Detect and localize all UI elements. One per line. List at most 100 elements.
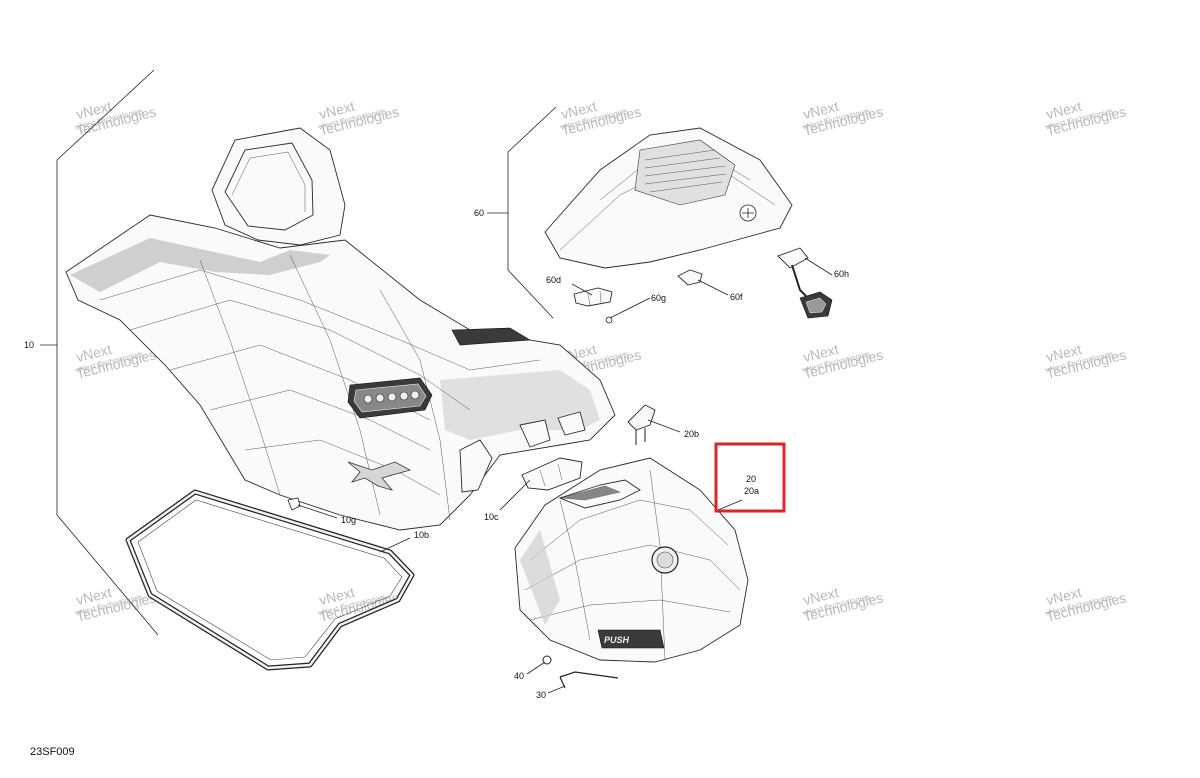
screw-part-60g bbox=[605, 316, 613, 324]
watermark: vNext Technologies vNext Technologies bbox=[317, 98, 400, 139]
callout-10b[interactable]: 10b bbox=[414, 530, 429, 540]
seat-latch-mid bbox=[519, 419, 551, 448]
seat-part-10 bbox=[65, 127, 616, 531]
bin-push-plate bbox=[597, 629, 665, 649]
watermark: vNext Technologies vNext Technologies bbox=[801, 341, 884, 382]
leader-60g bbox=[609, 297, 651, 319]
cover-emblem-mark bbox=[742, 208, 754, 218]
callout-40[interactable]: 40 bbox=[514, 671, 524, 681]
seat-rear-logo bbox=[451, 327, 531, 346]
latch-10c-detail bbox=[539, 463, 563, 487]
bin-contour-2 bbox=[524, 544, 741, 591]
seat-contour-v3 bbox=[379, 289, 451, 521]
seat-backrest-detail bbox=[231, 151, 306, 212]
callout-60g[interactable]: 60g bbox=[651, 293, 666, 303]
latch-10c bbox=[521, 457, 583, 491]
seat-contour-5 bbox=[244, 439, 441, 496]
watermark: vNext Technologies vNext Technologies bbox=[1044, 98, 1127, 139]
leader-lines bbox=[297, 257, 833, 694]
badge-glyph bbox=[387, 392, 397, 402]
bin-handle-shading bbox=[559, 485, 622, 501]
assembly-bracket-10 bbox=[40, 69, 159, 636]
assembly-bracket-60 bbox=[487, 106, 557, 319]
clip-part-60f bbox=[677, 269, 703, 286]
leader-60f bbox=[697, 279, 729, 296]
badge-glyph bbox=[375, 393, 385, 403]
pin-part-30 bbox=[559, 671, 619, 689]
latch-60h-key-inner bbox=[805, 297, 827, 314]
latch-part-60h bbox=[777, 247, 833, 319]
watermark: vNext Technologies vNext Technologies bbox=[74, 98, 157, 139]
callout-30[interactable]: 30 bbox=[536, 690, 546, 700]
watermark: vNext Technologies vNext Technologies bbox=[801, 584, 884, 625]
seat-contour-2 bbox=[129, 299, 471, 411]
hinge-part-20b bbox=[627, 404, 656, 445]
badge-glyph bbox=[410, 390, 420, 400]
callout-10[interactable]: 10 bbox=[24, 340, 34, 350]
callout-20b[interactable]: 20b bbox=[684, 429, 699, 439]
latch-60h-stem bbox=[791, 264, 807, 297]
bin-push-text: PUSH bbox=[604, 635, 630, 645]
leader-60h bbox=[804, 257, 833, 276]
bin-shading bbox=[520, 530, 560, 625]
leader-10g bbox=[297, 504, 338, 519]
bin-contour-v1 bbox=[559, 499, 591, 641]
leader-20 bbox=[717, 499, 743, 511]
leader-60d bbox=[571, 283, 593, 296]
bracket-60d-detail bbox=[587, 290, 602, 306]
callout-10c[interactable]: 10c bbox=[484, 512, 499, 522]
seat-latch-left bbox=[459, 439, 493, 493]
seal-inner bbox=[126, 490, 414, 670]
watermark: vNext Technologies vNext Technologies bbox=[1044, 341, 1127, 382]
bin-contour-1 bbox=[529, 499, 729, 561]
callout-60f[interactable]: 60f bbox=[730, 292, 743, 302]
callout-labels: 10 60 60d 60g 60f 60h 20b 20 20a 10c 10g… bbox=[24, 208, 849, 700]
bracket-part-60d bbox=[573, 287, 613, 307]
callout-20[interactable]: 20 bbox=[746, 474, 756, 484]
figure-code: 23SF009 bbox=[30, 746, 75, 758]
screw-60g bbox=[605, 316, 613, 324]
callout-20a[interactable]: 20a bbox=[744, 486, 759, 496]
bin-contour-v2 bbox=[649, 469, 666, 661]
storage-cover-part-60 bbox=[544, 127, 793, 269]
bin-body bbox=[514, 457, 749, 663]
storage-bin-part-20: PUSH bbox=[514, 457, 749, 663]
leader-20b bbox=[647, 419, 681, 433]
seat-shading bbox=[70, 238, 330, 292]
callout-60d[interactable]: 60d bbox=[546, 275, 561, 285]
seat-latch-right bbox=[557, 411, 586, 436]
callout-60h[interactable]: 60h bbox=[834, 269, 849, 279]
callout-10g[interactable]: 10g bbox=[341, 515, 356, 525]
highlight-box bbox=[714, 442, 786, 513]
badge-glyph bbox=[363, 394, 373, 404]
watermark: vNext Technologies vNext Technologies bbox=[1044, 584, 1127, 625]
bin-round-cap-inner bbox=[656, 551, 674, 569]
seal-inner-edge bbox=[137, 499, 403, 661]
cover-ribbed-pad bbox=[634, 139, 736, 206]
screw-10g bbox=[287, 497, 301, 511]
seat-backrest-window bbox=[224, 142, 314, 231]
watermark: vNext Technologies vNext Technologies bbox=[801, 98, 884, 139]
seat-contour-v1 bbox=[199, 259, 281, 496]
leader-30 bbox=[547, 685, 566, 694]
bracket-line bbox=[56, 69, 159, 636]
bracket-60d bbox=[573, 287, 613, 307]
pin-30 bbox=[559, 671, 619, 679]
leader-10b bbox=[379, 537, 411, 553]
latch-part-10c bbox=[521, 457, 583, 491]
callout-60[interactable]: 60 bbox=[474, 208, 484, 218]
seat-x-logo bbox=[347, 461, 412, 491]
bracket-line bbox=[507, 106, 557, 319]
hinge-20b bbox=[627, 404, 656, 431]
clip-60f bbox=[677, 269, 703, 286]
badge-glyph bbox=[399, 391, 409, 401]
screw-part-10g bbox=[287, 497, 301, 511]
cover-ribs bbox=[644, 149, 727, 193]
bin-contour-3 bbox=[529, 599, 731, 621]
leader-10c bbox=[499, 479, 531, 511]
leader-40 bbox=[526, 661, 546, 675]
watermark: vNext Technologies vNext Technologies bbox=[559, 98, 642, 139]
seat-contour-1 bbox=[99, 269, 541, 371]
seal-part-10b bbox=[125, 489, 415, 671]
